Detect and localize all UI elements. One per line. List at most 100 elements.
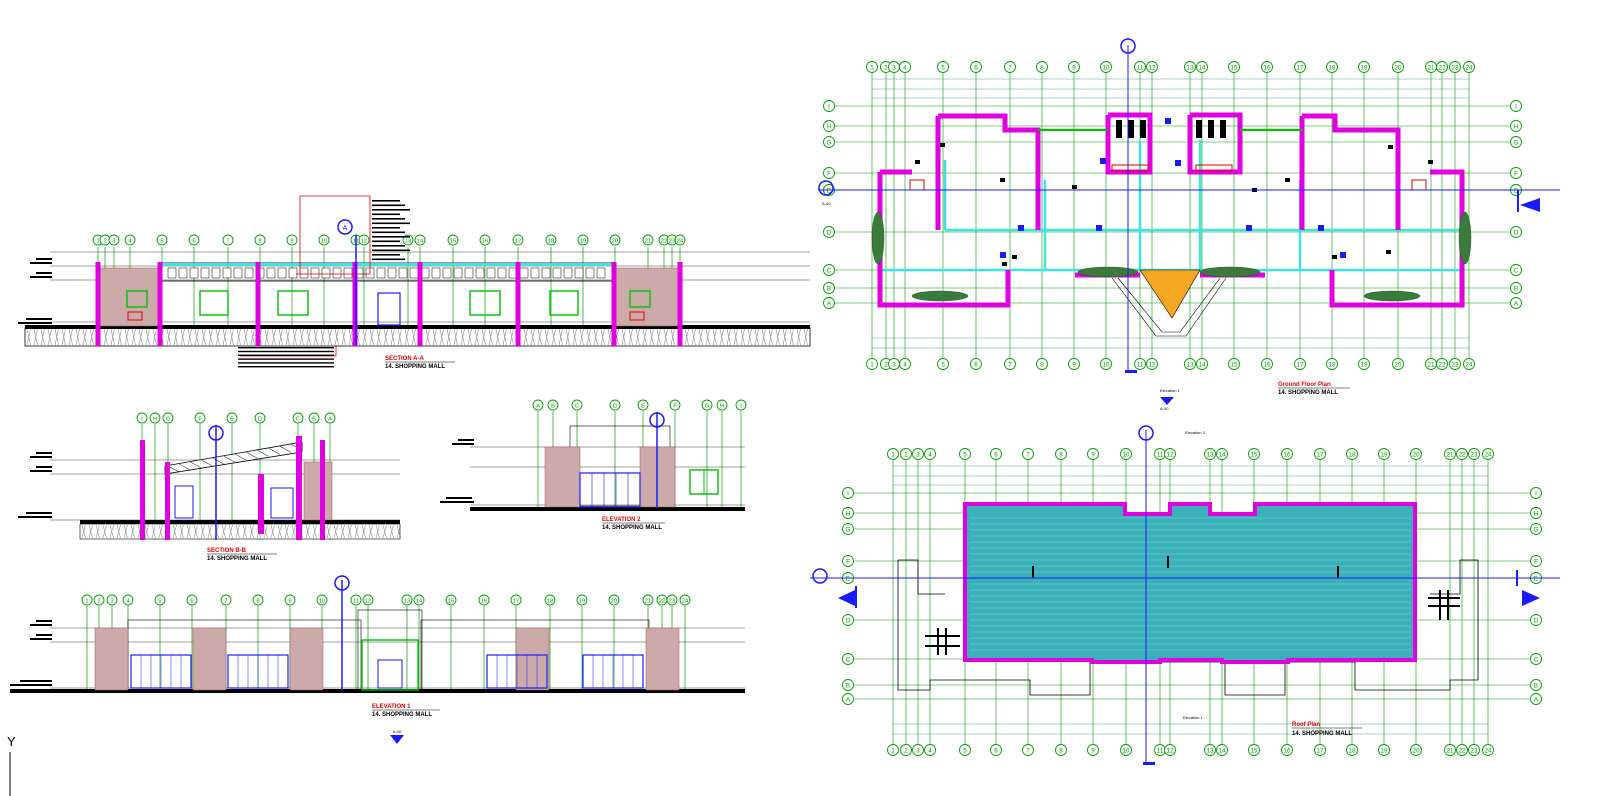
- svg-text:G: G: [1514, 139, 1519, 146]
- roof-col-bottom-5: 5: [959, 744, 971, 756]
- svg-text:H: H: [1534, 510, 1539, 517]
- svg-text:5: 5: [160, 238, 163, 244]
- svg-text:20: 20: [612, 238, 618, 244]
- svg-text:D: D: [827, 229, 832, 236]
- grid-bubble-b-E: E: [226, 412, 238, 424]
- grid-bubble-a-16: 16: [479, 234, 491, 246]
- svg-text:H: H: [827, 123, 832, 130]
- gfp-row-I: I: [823, 100, 835, 112]
- svg-text:I: I: [141, 416, 143, 422]
- svg-text:B: B: [312, 416, 316, 422]
- svg-text:18: 18: [1348, 451, 1356, 458]
- svg-text:24: 24: [1465, 64, 1473, 71]
- ground-floor-subtitle: 14. SHOPPING MALL: [1278, 390, 1338, 396]
- svg-text:21: 21: [645, 238, 651, 244]
- gfp-col-bottom-16: 16: [1261, 358, 1273, 370]
- gfp-col-bottom-12: 12: [1146, 358, 1158, 370]
- roof-col-17: 17: [1314, 448, 1326, 460]
- grid-bubble-e1-21: 21: [642, 594, 654, 606]
- roof-col-bottom-3: 3: [912, 744, 924, 756]
- grid-bubble-e1-17: 17: [510, 594, 522, 606]
- roof-col-bottom-21: 21: [1444, 744, 1456, 756]
- svg-text:15: 15: [1250, 451, 1258, 458]
- gfp-col-1: 1: [866, 61, 878, 73]
- svg-text:7: 7: [1026, 747, 1030, 754]
- gfp-col-bottom-21: 21: [1425, 358, 1437, 370]
- roof-row-B: B: [842, 679, 854, 691]
- svg-text:10: 10: [321, 238, 327, 244]
- svg-text:22: 22: [1458, 747, 1466, 754]
- svg-text:9: 9: [290, 238, 293, 244]
- grid-bubble-e2-I: I: [735, 399, 747, 411]
- grid-bubble-e1-14: 14: [413, 594, 425, 606]
- gfp-row-right-C: C: [1510, 264, 1522, 276]
- svg-text:1: 1: [891, 747, 895, 754]
- roof-col-21: 21: [1444, 448, 1456, 460]
- svg-text:14: 14: [1218, 747, 1226, 754]
- roof-col-23: 23: [1468, 448, 1480, 460]
- svg-text:10: 10: [1102, 64, 1110, 71]
- svg-text:22: 22: [1458, 451, 1466, 458]
- svg-text:17: 17: [513, 598, 519, 604]
- svg-text:20: 20: [1394, 361, 1402, 368]
- svg-text:3: 3: [892, 361, 896, 368]
- svg-text:F: F: [827, 170, 831, 177]
- svg-text:E: E: [846, 575, 850, 582]
- svg-text:14: 14: [1218, 451, 1226, 458]
- grid-bubble-e1-2: 2: [93, 594, 105, 606]
- grid-bubble-e1-8: 8: [252, 594, 264, 606]
- svg-text:24: 24: [1484, 451, 1492, 458]
- svg-text:7: 7: [1008, 64, 1012, 71]
- grid-bubble-a-20: 20: [609, 234, 621, 246]
- grid-bubble-a-2: 2: [99, 234, 111, 246]
- svg-text:18: 18: [547, 598, 553, 604]
- roof-row-H: H: [842, 507, 854, 519]
- svg-text:1: 1: [870, 361, 874, 368]
- grid-bubble-a-15: 15: [447, 234, 459, 246]
- grid-bubble-e2-A: A: [532, 399, 544, 411]
- gfp-col-bottom-10: 10: [1100, 358, 1112, 370]
- svg-text:17: 17: [1296, 361, 1304, 368]
- svg-text:12: 12: [1166, 451, 1174, 458]
- svg-text:E: E: [230, 416, 234, 422]
- gfp-col-bottom-23: 23: [1449, 358, 1461, 370]
- gfp-col-bottom-17: 17: [1294, 358, 1306, 370]
- svg-text:23: 23: [1451, 361, 1459, 368]
- elevation-2-subtitle: 14. SHOPPING MALL: [602, 525, 662, 531]
- grid-bubble-e2-H: H: [716, 399, 728, 411]
- svg-text:5: 5: [963, 747, 967, 754]
- axis-y-label: Y: [7, 734, 16, 749]
- svg-text:D: D: [1514, 229, 1519, 236]
- ground-floor-plan: 1122334455667788991010111112121313141415…: [818, 38, 1560, 411]
- roof-col-bottom-10: 10: [1120, 744, 1132, 756]
- svg-text:H: H: [153, 416, 157, 422]
- svg-text:2: 2: [103, 238, 106, 244]
- roof-plan: 1122334455667788991010111112121313141415…: [810, 425, 1560, 765]
- svg-text:21: 21: [645, 598, 651, 604]
- grid-bubble-a-14: 14: [414, 234, 426, 246]
- gfp-col-bottom-11: 11: [1134, 358, 1146, 370]
- svg-text:18: 18: [1328, 361, 1336, 368]
- roof-col-bottom-17: 17: [1314, 744, 1326, 756]
- svg-text:14: 14: [1198, 361, 1206, 368]
- elevation-1-marker: A-00: [393, 729, 402, 734]
- roof-col-bottom-13: 13: [1204, 744, 1216, 756]
- svg-text:10: 10: [1102, 361, 1110, 368]
- gfp-row-right-B: B: [1510, 282, 1522, 294]
- svg-text:17: 17: [1296, 64, 1304, 71]
- roof-col-15: 15: [1248, 448, 1260, 460]
- roof-row-F: F: [842, 555, 854, 567]
- level-markers: [18, 258, 52, 324]
- roof-col-bottom-19: 19: [1378, 744, 1390, 756]
- gfp-col-8: 8: [1036, 61, 1048, 73]
- roof-row-right-A: A: [1530, 693, 1542, 705]
- svg-text:7: 7: [1026, 451, 1030, 458]
- svg-text:2: 2: [884, 64, 888, 71]
- svg-text:G: G: [705, 403, 710, 409]
- roof-row-right-I: I: [1530, 487, 1542, 499]
- roof-col-bottom-14: 14: [1216, 744, 1228, 756]
- svg-text:I: I: [828, 103, 830, 110]
- section-b-title: SECTION B-B: [207, 548, 247, 554]
